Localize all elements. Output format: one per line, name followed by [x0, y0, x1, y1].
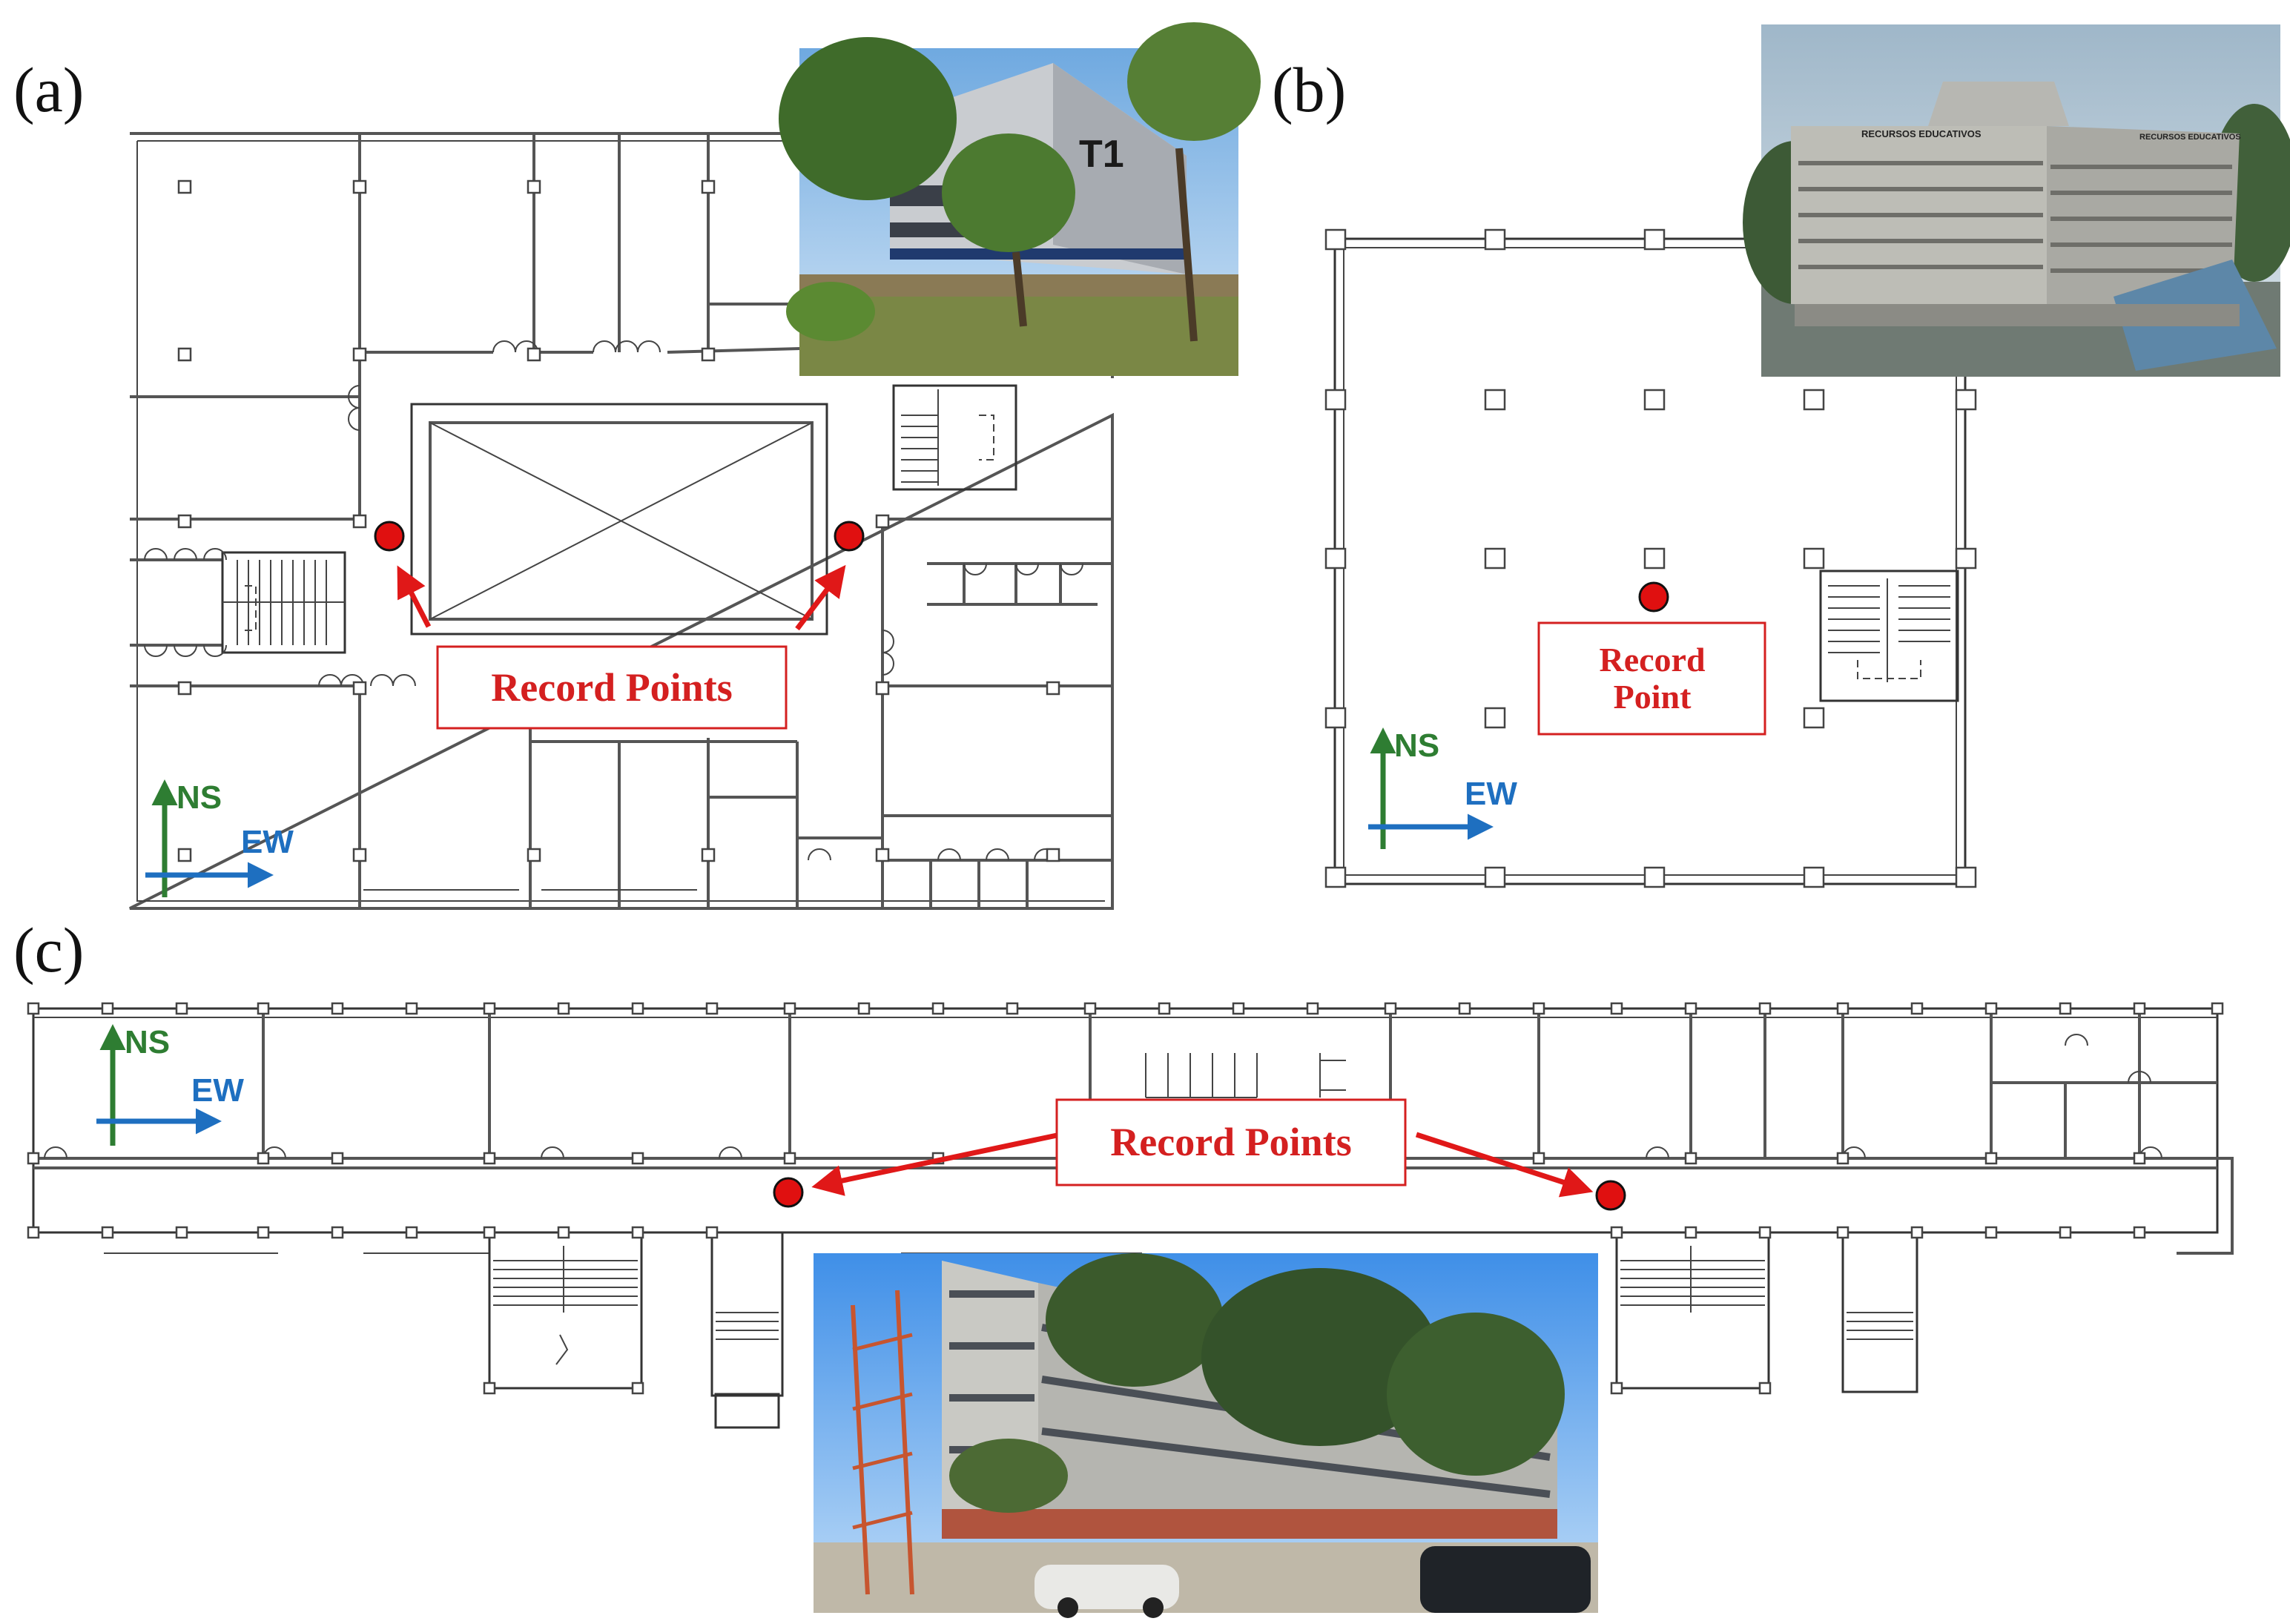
- record-points-a-label: Record Points: [491, 665, 732, 710]
- record-points-a-box: [436, 645, 788, 730]
- stair-a-right: [892, 384, 1017, 491]
- panel-a-label: (a): [13, 54, 84, 125]
- record-point-c1: [773, 1177, 804, 1208]
- compass-c: NS EW: [96, 1024, 244, 1146]
- columns-a: [177, 179, 1060, 862]
- stair-a-left: [221, 551, 346, 654]
- columns-b: [1324, 228, 1977, 888]
- photo-b: RECURSOS EDUCATIVOS RECURSOS EDUCATIVOS: [1743, 24, 2290, 377]
- panel-c-label: (c): [13, 914, 84, 986]
- record-point-a2: [834, 521, 865, 552]
- photo-c: [814, 1253, 1598, 1618]
- ew-label-c: EW: [191, 1072, 244, 1109]
- stair-b: [1819, 570, 1959, 702]
- floor-plan-a: [129, 132, 1114, 910]
- record-point-c2: [1595, 1180, 1626, 1211]
- ew-label-a: EW: [241, 824, 294, 860]
- ns-label-a: NS: [176, 779, 222, 816]
- panel-a: (a): [13, 22, 1261, 910]
- atrium-a: [410, 403, 828, 636]
- stair-c-right: [1615, 1231, 1918, 1393]
- record-points-c-box: [1055, 1098, 1407, 1186]
- photo-a: T1: [779, 22, 1261, 376]
- record-point-b-box: [1537, 621, 1766, 736]
- photo-a-sign: T1: [1079, 133, 1124, 176]
- ns-label-c: NS: [125, 1024, 170, 1060]
- ew-label-b: EW: [1465, 776, 1517, 812]
- record-point-b-label-line1: Record: [1599, 641, 1705, 679]
- floor-plan-b: [1324, 228, 1977, 888]
- record-points-c-label: Record Points: [1110, 1120, 1351, 1164]
- record-points-a: Record Points: [374, 521, 865, 730]
- ns-label-b: NS: [1394, 727, 1439, 764]
- panel-b-label: (b): [1272, 54, 1346, 125]
- photo-b-sign-right: RECURSOS EDUCATIVOS: [2139, 133, 2241, 142]
- record-points-c: Record Points: [773, 1098, 1626, 1211]
- record-point-b-group: Record Point: [1537, 581, 1766, 736]
- stair-c-left: [488, 1231, 784, 1429]
- photo-b-sign-left: RECURSOS EDUCATIVOS: [1861, 128, 1982, 139]
- compass-a: NS EW: [145, 779, 294, 897]
- record-point-b: [1638, 581, 1669, 613]
- panel-b: (b): [1272, 24, 2290, 888]
- record-point-a1: [374, 521, 405, 552]
- record-point-b-label-line2: Point: [1614, 678, 1692, 716]
- panel-c: (c): [13, 914, 2234, 1618]
- compass-b: NS EW: [1368, 727, 1517, 849]
